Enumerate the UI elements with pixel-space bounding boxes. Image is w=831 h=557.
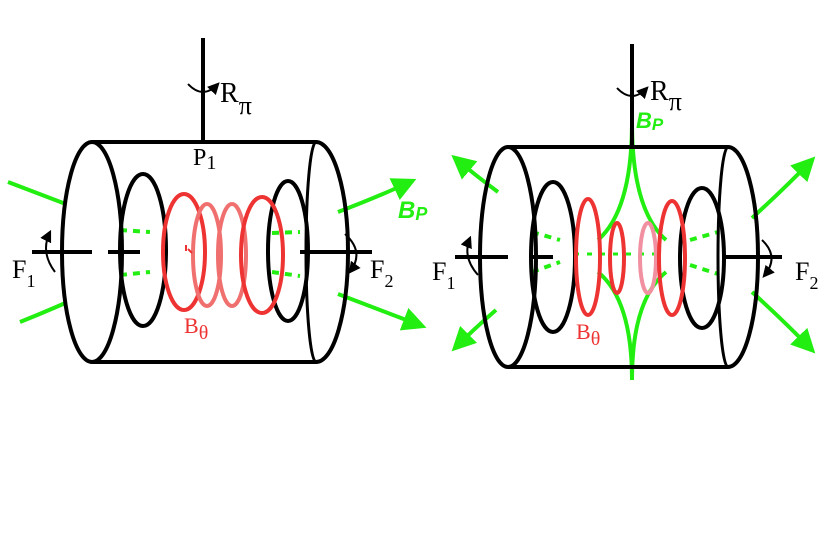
left-force-right-label: F2	[370, 255, 393, 291]
left-rotation-arrows	[40, 82, 361, 274]
right-field-theta-label: Bθ	[576, 319, 600, 350]
right-field-p-label: BP	[636, 108, 664, 134]
left-force-left-label: F1	[12, 255, 35, 291]
right-toroidal-rings	[574, 197, 687, 317]
right-rotation-label: Rπ	[650, 76, 682, 116]
right-rotation-arrows	[460, 86, 775, 278]
right-panel: Rπ BP Bθ F1 F2	[432, 44, 818, 381]
right-force-right-label: F2	[795, 257, 818, 293]
right-cylinder	[478, 145, 760, 369]
right-force-left-label: F1	[432, 257, 455, 293]
left-field-p-label: BP	[398, 197, 428, 224]
left-field-theta-label: Bθ	[184, 313, 208, 344]
left-rotation-label: Rπ	[220, 78, 252, 120]
left-toroidal-rings	[161, 192, 285, 315]
left-panel: Rπ P1 BP Bθ F1 F2	[7, 38, 428, 364]
left-point-label: P1	[193, 145, 216, 174]
left-axis	[32, 38, 372, 254]
